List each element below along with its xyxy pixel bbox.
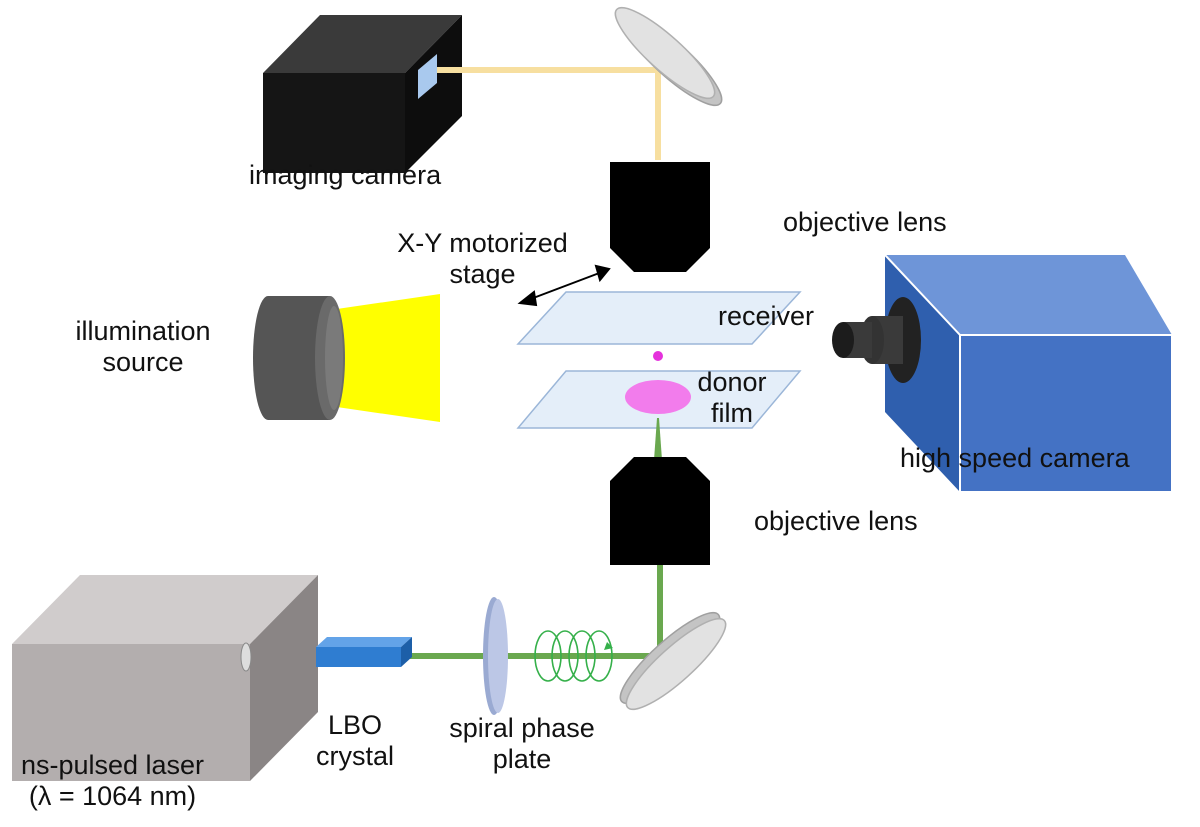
- laser-aperture: [240, 642, 252, 672]
- vortex-helix: [534, 630, 613, 682]
- objective-lens-top: [610, 162, 710, 272]
- objective-lens-bottom: [610, 457, 710, 565]
- receiver-label: receiver: [718, 301, 815, 331]
- high-speed-camera-label: high speed camera: [900, 443, 1130, 473]
- donor-spot: [625, 380, 691, 414]
- ejected-droplet: [653, 351, 663, 361]
- lbo-label-line1: LBO: [327, 710, 383, 740]
- donor-label-line1: donor: [697, 367, 767, 397]
- focused-beam: [654, 418, 662, 460]
- spiral-phase-plate-label: spiral phase plate: [422, 713, 622, 775]
- spiral-label-line2: plate: [492, 744, 552, 774]
- imaging-beam: [437, 67, 661, 160]
- lbo-label-line2: crystal: [315, 741, 394, 771]
- illumination-source-label: illumination source: [48, 316, 238, 378]
- laser-label-line2: (λ = 1064 nm): [28, 781, 197, 811]
- lbo-crystal: [316, 637, 412, 667]
- xy-stage-label-line1: X-Y motorized: [397, 228, 568, 258]
- ns-pulsed-laser-label: ns-pulsed laser (λ = 1064 nm): [0, 750, 225, 812]
- top-mirror: [614, 6, 723, 107]
- imaging-camera-window: [418, 54, 437, 99]
- spiral-phase-plate: [483, 597, 508, 715]
- high-speed-camera-lens: [832, 297, 921, 383]
- green-beam: [410, 565, 663, 659]
- xy-stage-label: X-Y motorized stage: [380, 228, 585, 290]
- bottom-mirror: [619, 611, 727, 711]
- laser-label-line1: ns-pulsed laser: [20, 750, 205, 780]
- illumination-cone: [330, 294, 440, 422]
- lbo-crystal-label: LBO crystal: [300, 710, 410, 772]
- imaging-camera-label: imaging camera: [249, 160, 442, 190]
- spiral-label-line1: spiral phase: [449, 713, 595, 743]
- xy-stage-label-line2: stage: [449, 259, 516, 289]
- objective-lens-top-label: objective lens: [783, 207, 947, 237]
- ns-pulsed-laser: [12, 575, 318, 781]
- xy-stage-arrow: [517, 264, 611, 307]
- illumination-label-line2: source: [102, 347, 184, 377]
- receiver-slide: [516, 291, 802, 345]
- donor-label-line2: film: [711, 398, 753, 428]
- high-speed-camera: [832, 254, 1173, 493]
- donor-film-label: donor film: [692, 367, 772, 429]
- objective-lens-bottom-label: objective lens: [754, 506, 918, 536]
- illumination-label-line1: illumination: [75, 316, 211, 346]
- illumination-source: [253, 294, 440, 422]
- imaging-camera: [263, 15, 462, 173]
